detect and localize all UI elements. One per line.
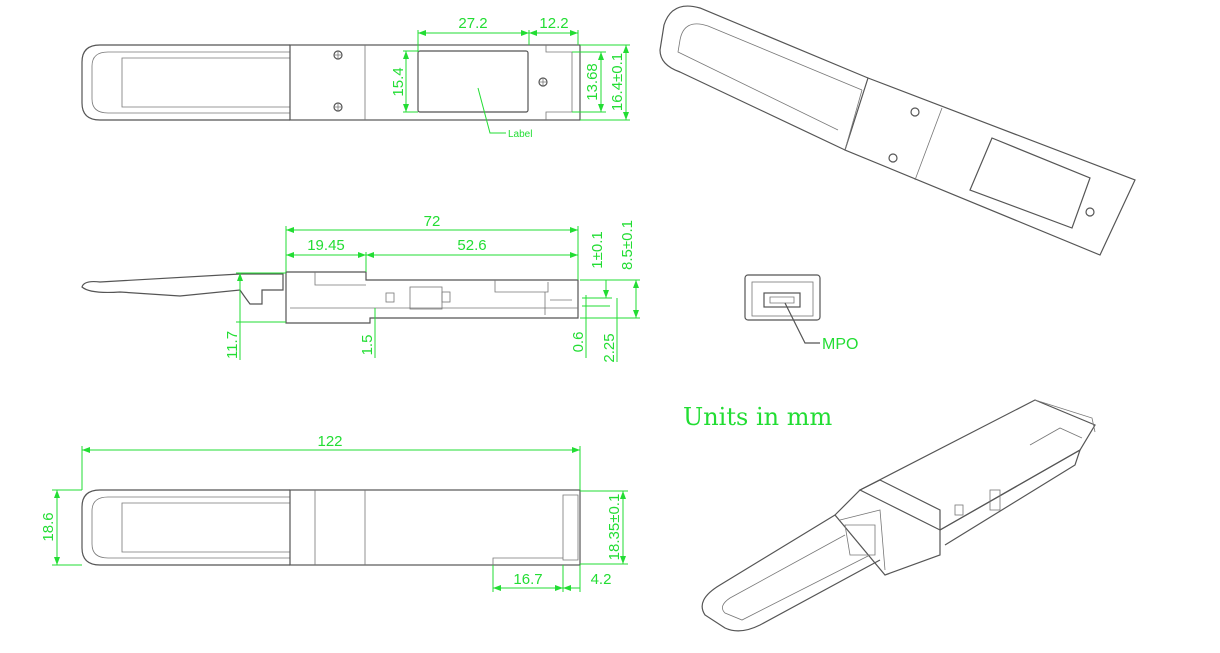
dim-total-length: 122 — [317, 433, 342, 450]
dim-edge-offset: 1±0.1 — [589, 231, 606, 268]
dim-height: 8.5±0.1 — [619, 220, 636, 270]
dim-rear-segment: 16.7 — [513, 571, 542, 588]
dim-outer-height: 16.4±0.1 — [609, 53, 626, 111]
front-view: MPO — [744, 274, 858, 353]
dim-tab-width: 12.2 — [539, 15, 568, 32]
screw-icon — [1085, 207, 1095, 217]
screw-icon — [538, 77, 548, 87]
mpo-connector-icon — [763, 292, 801, 308]
dim-handle-width: 18.6 — [40, 512, 57, 541]
top-view: 27.2 12.2 15.4 13.68 16.4±0.1 Label — [81, 15, 630, 140]
screw-icon — [910, 107, 920, 117]
screw-icon — [333, 50, 343, 60]
isometric-top-view — [659, 5, 1136, 256]
dim-pin: 0.6 — [570, 332, 587, 353]
dim-body-length: 72 — [424, 213, 441, 230]
dim-front-length: 19.45 — [307, 237, 345, 254]
dim-step: 1.5 — [359, 335, 376, 356]
mpo-callout: MPO — [822, 336, 858, 353]
dim-handle-height: 11.7 — [224, 331, 241, 359]
dim-label-height: 15.4 — [390, 67, 407, 96]
dim-end-segment: 4.2 — [591, 571, 612, 588]
screw-icon — [888, 153, 898, 163]
dim-label-width: 27.2 — [458, 15, 487, 32]
units-note: Units in mm — [683, 403, 832, 431]
dim-rear-length: 52.6 — [457, 237, 486, 254]
screw-icon — [333, 102, 343, 112]
label-callout: Label — [508, 129, 532, 140]
dim-body-width: 18.35±0.1 — [606, 494, 623, 561]
dim-inner-height: 13.68 — [584, 63, 601, 101]
side-view: 72 19.45 52.6 1±0.1 8.5±0.1 0.6 2.25 11.… — [81, 213, 640, 363]
isometric-bottom-view — [701, 399, 1096, 632]
dim-pin-offset: 2.25 — [601, 333, 618, 362]
bottom-view: 122 18.6 18.35±0.1 16.7 4.2 — [40, 433, 628, 592]
